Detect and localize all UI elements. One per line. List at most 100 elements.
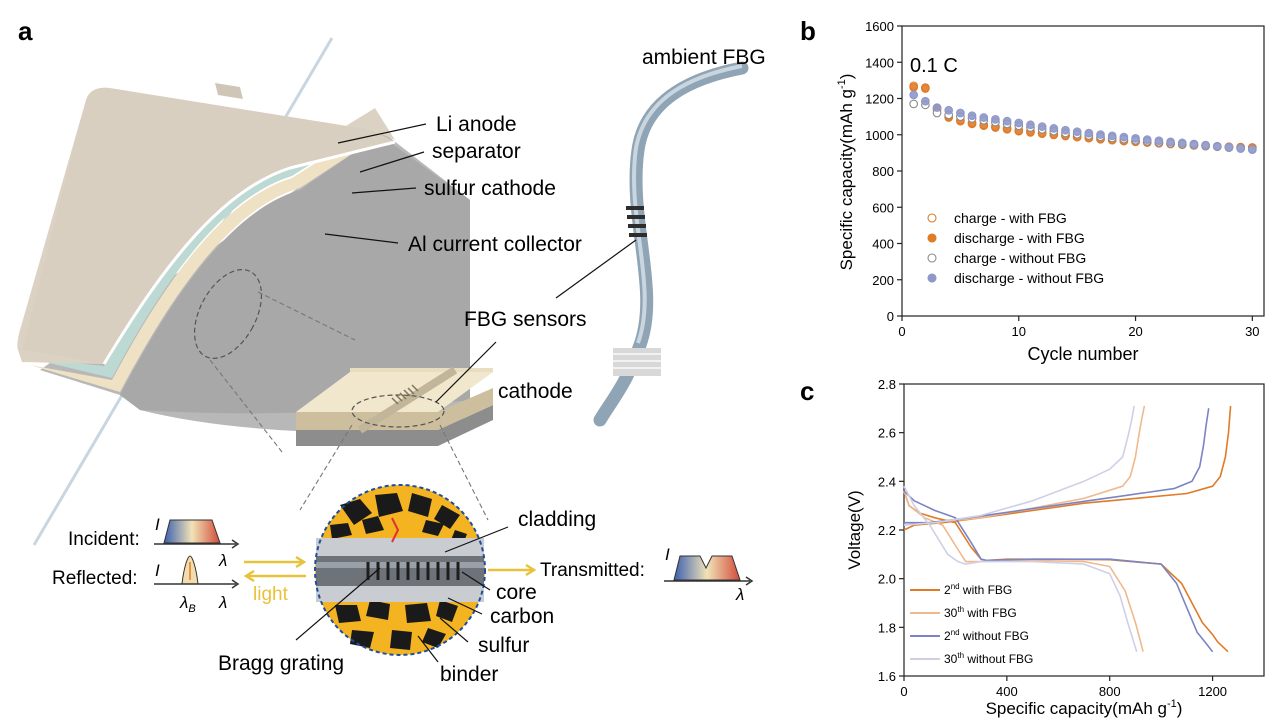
chart-b-point-3 <box>1002 116 1012 126</box>
chart-b-point-3 <box>1177 138 1187 148</box>
label-light: light <box>253 584 289 605</box>
chart-b-point-3 <box>1201 140 1210 150</box>
chart-c-xtick-label: 400 <box>996 684 1018 699</box>
chart-b-legend-label: charge - with FBG <box>954 210 1067 226</box>
incident-spectrum <box>163 519 221 544</box>
label-binder: binder <box>440 663 498 686</box>
chart-b-point-3 <box>1189 139 1199 149</box>
label-ambient-fbg: ambient FBG <box>642 46 766 69</box>
leader-sulfur-cathode <box>351 187 417 194</box>
incident-axis-arrow <box>231 539 240 549</box>
panel-letter-c: c <box>800 376 814 406</box>
chart-c-xlabel: Specific capacity(mAh g-1) <box>986 698 1183 718</box>
chart-b-ytick-label: 600 <box>872 200 894 215</box>
chart-b-point-3 <box>1236 143 1245 153</box>
chart-b-point-3 <box>1247 145 1257 154</box>
zoom-line-4 <box>439 424 489 521</box>
chart-b-ytick-label: 800 <box>872 164 894 179</box>
reflected-axis-lambda-b: λB <box>179 593 196 615</box>
label-reflected: Reflected: <box>52 568 138 589</box>
chart-b-point-3 <box>921 96 930 106</box>
chart-c-legend-label: 2nd with FBG <box>944 582 1012 597</box>
chart-b-point-3 <box>1061 125 1070 135</box>
reflected-axis-arrow <box>231 579 240 589</box>
chart-b-xtick-label: 30 <box>1245 324 1259 339</box>
chart-c-ylabel: Voltage(V) <box>845 490 864 569</box>
chart-b-ytick-label: 200 <box>872 273 894 288</box>
chart-c-ytick-label: 2.0 <box>878 572 896 587</box>
chart-c-curve-7 <box>903 405 1135 526</box>
zoom-line-1 <box>257 291 356 341</box>
leader-carbon <box>447 597 483 615</box>
zoom-ellipse-cathode <box>351 394 445 428</box>
incident-axis-i: I <box>155 515 160 534</box>
chart-b-point-3 <box>1119 132 1129 142</box>
chart-c-legend-label: 2nd without FBG <box>944 628 1029 643</box>
leader-cathode <box>435 341 497 403</box>
chart-c-curve-2 <box>903 490 1144 652</box>
label-bragg-grating: Bragg grating <box>218 652 344 675</box>
chart-b-xtick-label: 10 <box>1012 324 1026 339</box>
chart-c-curve-6 <box>903 485 1138 652</box>
chart-b-point-3 <box>1014 118 1024 128</box>
chart-c-xtick-label: 0 <box>900 684 907 699</box>
chart-b-legend-marker <box>927 213 937 223</box>
core-highlight <box>316 562 484 568</box>
chart-c-ytick-label: 1.6 <box>878 669 896 684</box>
chart-c-ytick-label: 2.6 <box>878 426 896 441</box>
leader-anode <box>337 123 427 144</box>
chart-b-ytick-label: 400 <box>872 237 894 252</box>
label-li-anode: Li anode <box>436 113 517 136</box>
label-core: core <box>496 581 537 604</box>
chart-b-ytick-label: 1600 <box>865 19 894 34</box>
chart-b-xtick-label: 0 <box>898 324 905 339</box>
leader-sulfur <box>439 617 469 643</box>
zoom-circle <box>314 484 486 656</box>
chart-c-legend: 2nd with FBG 30th with FBG 2nd without FBG… <box>910 582 1033 666</box>
label-sulfur-cathode: sulfur cathode <box>424 177 556 200</box>
leader-separator <box>359 151 425 173</box>
chart-b-point-3 <box>991 114 1000 124</box>
chart-b-point-3 <box>1096 130 1105 139</box>
cathode-piece-top <box>296 372 493 412</box>
chart-b-point-3 <box>979 113 989 122</box>
chart-b-point-3 <box>956 108 965 118</box>
leader-collector <box>324 233 399 244</box>
collector-face <box>120 135 470 414</box>
chart-c-legend-label: 30th with FBG <box>944 605 1017 620</box>
chart-b-point-3 <box>1224 142 1234 152</box>
chart-b-point-3 <box>909 90 919 100</box>
chart-b-point-3 <box>967 111 977 121</box>
label-cladding: cladding <box>518 508 596 531</box>
leader-fbg-sensors <box>555 239 637 299</box>
cathode-piece-rim <box>350 368 493 372</box>
label-carbon: carbon <box>490 605 554 628</box>
transmitted-axis-i: I <box>665 545 670 564</box>
zoom-line-2 <box>209 359 283 453</box>
transmitted-axis-arrow <box>745 576 754 586</box>
core-band <box>316 556 484 586</box>
chart-c-ytick-label: 2.2 <box>878 523 896 538</box>
chart-c-xtick-label: 800 <box>1099 684 1121 699</box>
zoom-ellipse-cell <box>193 269 263 359</box>
strain-arrow <box>391 517 400 543</box>
reflected-axis-i: I <box>155 561 160 580</box>
label-incident: Incident: <box>68 529 140 550</box>
chart-c-ytick-label: 2.4 <box>878 474 896 489</box>
chart-b-point-3 <box>1026 120 1035 130</box>
fbg-sensor-marks <box>626 206 647 237</box>
chart-b-point-3 <box>1072 127 1082 137</box>
light-arrows <box>243 555 537 583</box>
panel-letter-a: a <box>18 16 33 46</box>
panel-c: c Voltage(V) Specific capacity(mAh g-1) … <box>800 376 1265 718</box>
chart-b-point-2 <box>909 99 919 109</box>
bragg-grating-lines <box>366 562 460 580</box>
zoom-circle-border <box>314 484 486 656</box>
cathode-fiber-grating <box>391 384 419 405</box>
chart-b-legend-marker <box>927 273 937 283</box>
chart-c-ytick-label: 1.8 <box>878 620 896 635</box>
transmitted-axis-lambda: λ <box>735 585 744 604</box>
